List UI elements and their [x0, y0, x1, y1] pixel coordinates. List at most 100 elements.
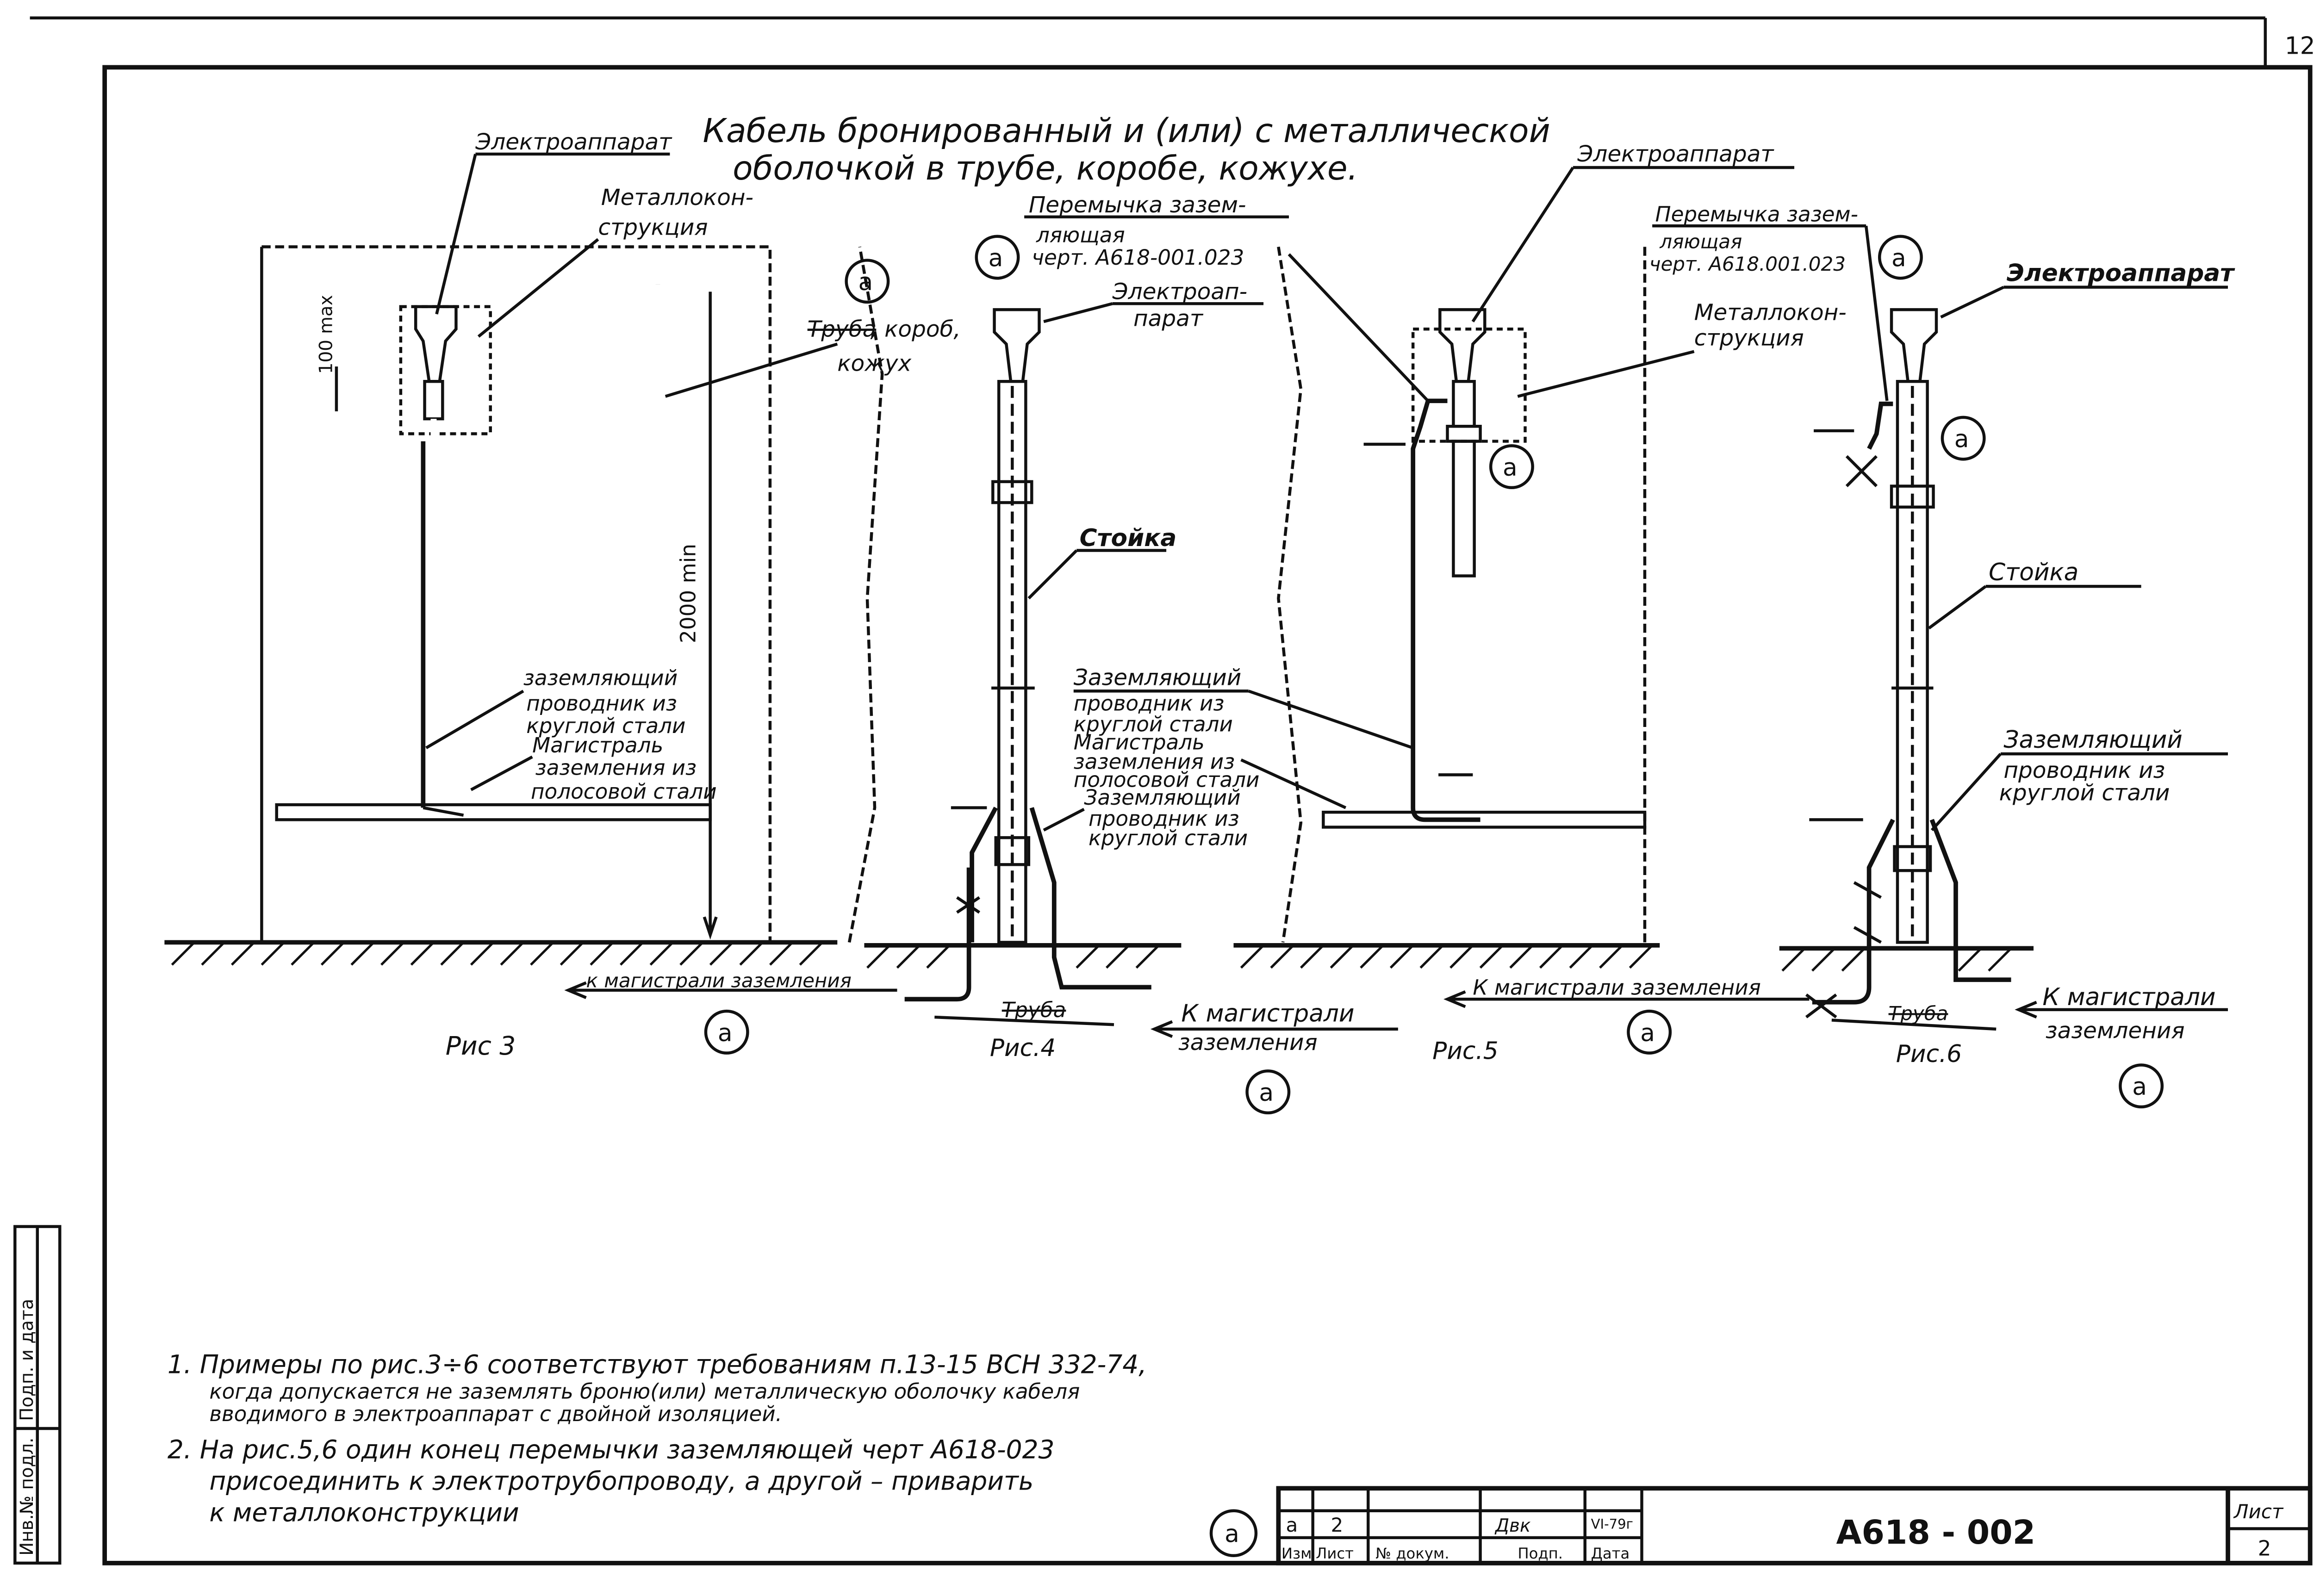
- fig3-marker-top: [845, 259, 890, 304]
- left-col-sign: Подп. и дата: [17, 1299, 37, 1421]
- floor-hatch: [171, 941, 823, 966]
- fig5-marker-mid-text: а: [1503, 454, 1518, 482]
- left-stamp-column: Инв.№ подл. Подп. и дата: [13, 1225, 62, 1565]
- fig4-marker-bottom: [1245, 1069, 1291, 1115]
- fig5-device-label: Электроаппарат: [1577, 141, 1775, 167]
- fig6-device-label: Электроаппарат: [2007, 260, 2235, 287]
- fig5-to-main: К магистрали заземления: [1473, 975, 1760, 1000]
- header-list: Лист: [1316, 1545, 1354, 1562]
- fig6-cond-label-1: Заземляющий: [2003, 726, 2183, 754]
- device-lamp-icon: [414, 305, 458, 421]
- fig3-cond-label-2: проводник из: [526, 691, 677, 715]
- fig3-marker-bottom: [704, 1009, 749, 1055]
- fig6-marker-bottom-text: а: [2132, 1073, 2147, 1101]
- title-block: а 2 Двк VI-79г Изм Лист № докум. Подп. Д…: [1209, 1486, 2313, 1565]
- note-1-line-3: вводимого в электроаппарат с двойной изо…: [209, 1402, 782, 1426]
- fig3-metal-label-2: струкция: [598, 214, 708, 240]
- note-2-line-3: к металлоконструкции: [209, 1497, 519, 1527]
- fig4-bus-label-2: заземления из: [1074, 749, 1235, 774]
- fig4-bus-label-1: Магистраль: [1074, 730, 1205, 754]
- title-line-2: оболочкой в трубе, коробе, кожухе.: [733, 149, 1358, 187]
- fig3-to-main: к магистрали заземления: [586, 969, 852, 992]
- header-sign: Подп.: [1518, 1545, 1563, 1562]
- fig3-box-label-1: , короб,: [870, 316, 960, 342]
- rev-letter: а: [1286, 1514, 1298, 1536]
- note-1-line-2: когда допускается не заземлять броню(или…: [209, 1379, 1080, 1403]
- header-izm: Изм: [1281, 1545, 1312, 1562]
- fig6-device-lamp-icon: [1890, 308, 1938, 383]
- fig3-caption: Рис 3: [446, 1031, 516, 1061]
- left-col-inv: Инв.№ подл.: [17, 1438, 37, 1556]
- figure-3: 2000 min 100 max Электроаппарат Металлок…: [164, 129, 961, 1061]
- fig4-bus-label-3: полосовой стали: [1074, 767, 1260, 792]
- fig3-bus-label-3: полосовой стали: [531, 779, 717, 804]
- fig4-jumper-label-2: ляющая: [1036, 223, 1125, 248]
- fig4-cond2-label-2: проводник из: [1089, 806, 1239, 831]
- notes-block: 1. Примеры по рис.3÷6 соответствуют треб…: [168, 1349, 1147, 1527]
- fig3-marker-bottom-text: а: [718, 1019, 733, 1047]
- stamp-marker: [1209, 1509, 1258, 1557]
- fig6-jumper-label-2: ляющая: [1659, 230, 1742, 253]
- fig6-to-main-1: К магистрали: [2042, 983, 2215, 1011]
- fig5-metal-label-2: струкция: [1694, 325, 1804, 351]
- sheet-frame: 12: [30, 16, 2314, 1565]
- fig3-cond-label-1: заземляющий: [523, 665, 678, 690]
- fig3-bus-label-2: заземления из: [535, 755, 697, 780]
- fig4-marker-top: [975, 235, 1020, 280]
- note-2-line-2: присоединить к электротрубопроводу, а др…: [209, 1466, 1033, 1496]
- fig4-cond-label-3: круглой стали: [1074, 712, 1233, 737]
- fig5-marker-bottom-text: а: [1640, 1019, 1655, 1047]
- fig3-metal-label-1: Металлокон-: [601, 185, 753, 211]
- title-line-1: Кабель бронированный и (или) с металличе…: [703, 112, 1550, 150]
- fig6-cond-label-3: круглой стали: [1999, 780, 2170, 806]
- fig6-caption: Рис.6: [1896, 1040, 1962, 1068]
- fig5-metal-label-1: Металлокон-: [1694, 300, 1847, 326]
- fig6-cond-label-2: проводник из: [2003, 758, 2165, 783]
- fig6-pipe-label: Труба: [1889, 1002, 1948, 1025]
- figure-5: Электроаппарат Металлокон- струкция а К …: [1233, 141, 1847, 1065]
- sheet-label: Лист: [2233, 1500, 2284, 1523]
- fig6-to-main-2: заземления: [2046, 1018, 2185, 1043]
- note-1-line-1: 1. Примеры по рис.3÷6 соответствуют треб…: [168, 1349, 1147, 1379]
- fig6-jumper-label-3: черт. А618.001.023: [1649, 253, 1846, 275]
- fig4-cond2-label-3: круглой стали: [1089, 826, 1248, 850]
- fig3-bus-label-1: Магистраль: [532, 733, 663, 758]
- fig3-cond-label-3: круглой стали: [526, 714, 685, 738]
- figure-4: Перемычка зазем- ляющая черт. А618-001.0…: [847, 192, 1414, 1115]
- fig4-pipe-label: Труба: [1002, 998, 1066, 1022]
- fig4-jumper-label-1: Перемычка зазем-: [1029, 192, 1246, 218]
- fig6-marker-mid-text: а: [1954, 425, 1969, 453]
- fig5-device-lamp-icon: [1438, 308, 1487, 383]
- fig3-box-label-2: кожух: [837, 351, 912, 377]
- sheet-number: 2: [2258, 1536, 2271, 1561]
- fig4-caption: Рис.4: [990, 1034, 1056, 1062]
- fig6-marker-bottom: [2119, 1063, 2164, 1109]
- fig6-marker-top-text: а: [1891, 244, 1906, 272]
- corner-sheet-number: 12: [2285, 32, 2314, 60]
- drawing-title: Кабель бронированный и (или) с металличе…: [703, 112, 1550, 187]
- document-number: А618 - 002: [1836, 1513, 2036, 1552]
- fig4-device-lamp-icon: [993, 308, 1041, 383]
- rev-sheet: 2: [1331, 1514, 1343, 1536]
- note-2-line-1: 2. На рис.5,6 один конец перемычки зазем…: [168, 1435, 1055, 1465]
- fig5-marker-mid: [1489, 444, 1534, 490]
- fig4-to-main-1: К магистрали: [1181, 1000, 1354, 1028]
- fig5-marker-bottom: [1627, 1009, 1672, 1055]
- fig4-cond2-label-1: Заземляющий: [1084, 785, 1240, 810]
- fig4-jumper-label-3: черт. А618-001.023: [1032, 245, 1244, 270]
- fig4-stand-label: Стойка: [1080, 524, 1177, 552]
- dim-100: 100 max: [316, 295, 336, 374]
- fig6-floor-hatch: [1781, 947, 2012, 972]
- fig4-to-main-2: заземления: [1178, 1030, 1318, 1056]
- fig3-device-label: Электроаппарат: [475, 129, 672, 155]
- fig3-pipe-struck: Труба: [808, 316, 877, 342]
- fig4-device-label-1: Электроап-: [1112, 279, 1247, 304]
- fig4-device-label-2: парат: [1133, 306, 1204, 332]
- fig6-jumper-label-1: Перемычка зазем-: [1655, 202, 1858, 226]
- fig4-cond-label-2: проводник из: [1074, 691, 1225, 715]
- fig4-cond-label-1: Заземляющий: [1074, 664, 1241, 690]
- header-doc: № докум.: [1375, 1545, 1449, 1562]
- rev-date: VI-79г: [1591, 1516, 1633, 1532]
- fig4-floor-hatch: [866, 944, 1160, 969]
